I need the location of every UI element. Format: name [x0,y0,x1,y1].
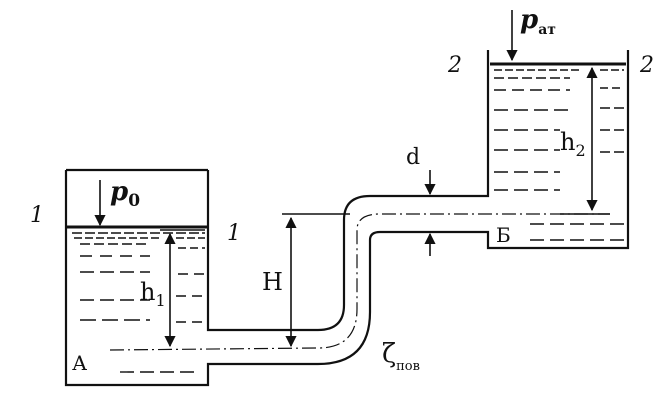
p0-label: p0 [110,177,140,211]
h1-label: h1 [140,278,166,310]
section-1-left-label: 1 [30,203,44,228]
zeta-label: ζпов [382,339,420,374]
h2-label: h2 [560,128,586,160]
pipe-centerline [109,213,610,351]
H-label: H [262,268,283,296]
left-tank-outline [64,50,630,387]
section-2-right-label: 2 [639,53,654,78]
section-2-left-label: 2 [447,53,462,78]
pipe-upper-wall [206,50,490,332]
point-a-label: А [72,351,87,375]
left-liquid-hatching [72,232,205,373]
point-b-label: Б [496,223,511,247]
pat-label: pат [520,5,556,38]
d-label: d [406,145,420,170]
section-1-right-label: 1 [227,221,241,246]
